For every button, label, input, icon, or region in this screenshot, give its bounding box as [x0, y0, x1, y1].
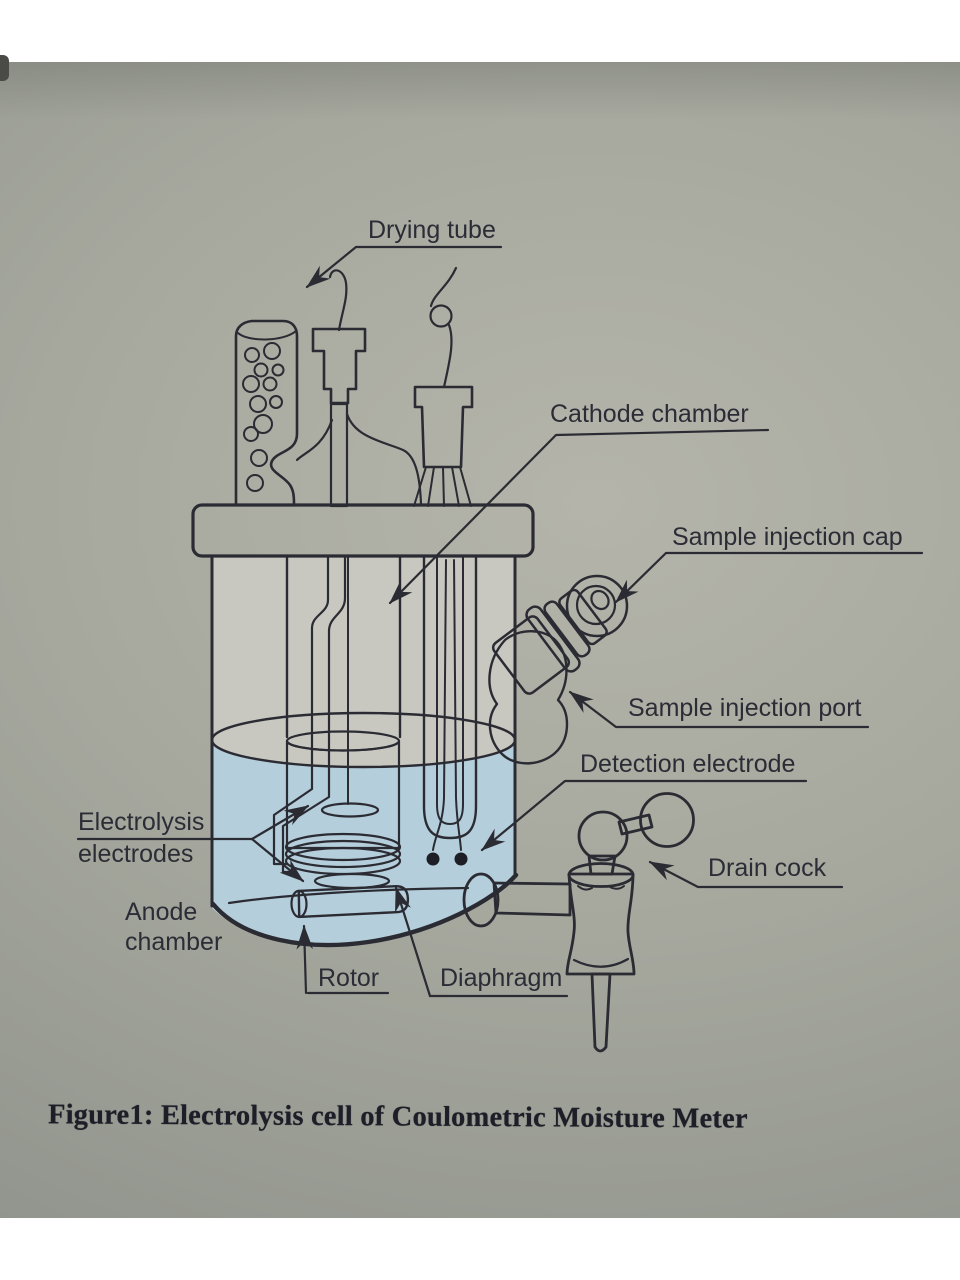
- cathode-chamber-leader: [388, 428, 770, 605]
- beaker-bottom-back-rim: [227, 886, 470, 905]
- label-electrolysis-electrodes-line2: electrodes: [78, 840, 193, 868]
- injection-cap-hole: [590, 589, 610, 611]
- anode-lead-wire: [328, 269, 348, 332]
- electrode-disk-stack: [284, 832, 402, 862]
- sample-injection-cap-leader: [614, 551, 924, 604]
- label-sample-injection-cap: Sample injection cap: [672, 523, 903, 551]
- detection-electrode-leader: [480, 779, 808, 852]
- drain-flange: [462, 872, 500, 928]
- detection-electrode-stopper: [413, 266, 474, 507]
- rotor-leader: [296, 924, 314, 995]
- beaker-bottom: [210, 872, 519, 948]
- detection-electrode-probe: [422, 554, 478, 866]
- label-sample-injection-port: Sample injection port: [628, 694, 862, 722]
- callout-labels: Drying tube Cathode chamber Sample injec…: [78, 216, 903, 992]
- callout-leader-lines: [76, 245, 924, 998]
- diaphragm-leader: [394, 886, 432, 998]
- label-diaphragm: Diaphragm: [440, 964, 562, 992]
- electrolysis-electrodes-leader-upper: [250, 804, 310, 841]
- label-detection-electrode: Detection electrode: [580, 750, 795, 778]
- label-anode-chamber-line1: Anode: [125, 898, 197, 926]
- drain-spout: [590, 972, 612, 1053]
- drain-cock-assembly: [462, 792, 695, 1053]
- upper-electrode-disk: [320, 802, 380, 818]
- drain-arm: [492, 881, 572, 917]
- drying-tube-body: [234, 319, 299, 507]
- label-rotor: Rotor: [318, 964, 379, 992]
- detection-electrode-tip: [426, 852, 440, 866]
- sample-injection-cap-body: [491, 574, 629, 695]
- drain-handle-knob: [639, 792, 695, 848]
- label-drying-tube: Drying tube: [368, 216, 496, 244]
- detection-electrode-tip: [454, 852, 468, 866]
- drain-cock-leader: [648, 860, 844, 889]
- sample-injection-port-bulb: [488, 630, 569, 765]
- figure-caption-number: Figure1:: [47, 1099, 154, 1131]
- drain-handle-knob: [577, 810, 629, 862]
- figure-caption-title: Electrolysis cell of Coulometric Moistur…: [153, 1099, 748, 1135]
- page-edge-speck: [0, 55, 9, 81]
- desiccant-bubbles: [242, 342, 285, 492]
- label-cathode-chamber: Cathode chamber: [550, 400, 749, 428]
- label-anode-chamber-line2: chamber: [125, 928, 222, 956]
- electrolysis-electrode-disks: [284, 555, 402, 890]
- sample-injection-port-leader: [568, 690, 870, 729]
- coiled-lead-wire: [429, 304, 453, 328]
- drying-tube-leader: [305, 245, 503, 289]
- label-drain-cock: Drain cock: [708, 854, 827, 882]
- drain-body: [565, 872, 636, 976]
- anode-electrode-stopper: [295, 269, 423, 508]
- figure-caption: Figure1: Electrolysis cell of Coulometri…: [48, 1099, 928, 1136]
- cell-lid: [191, 503, 535, 558]
- electrolysis-electrodes-leader-lower: [250, 837, 305, 883]
- label-electrolysis-electrodes-line1: Electrolysis: [78, 808, 204, 836]
